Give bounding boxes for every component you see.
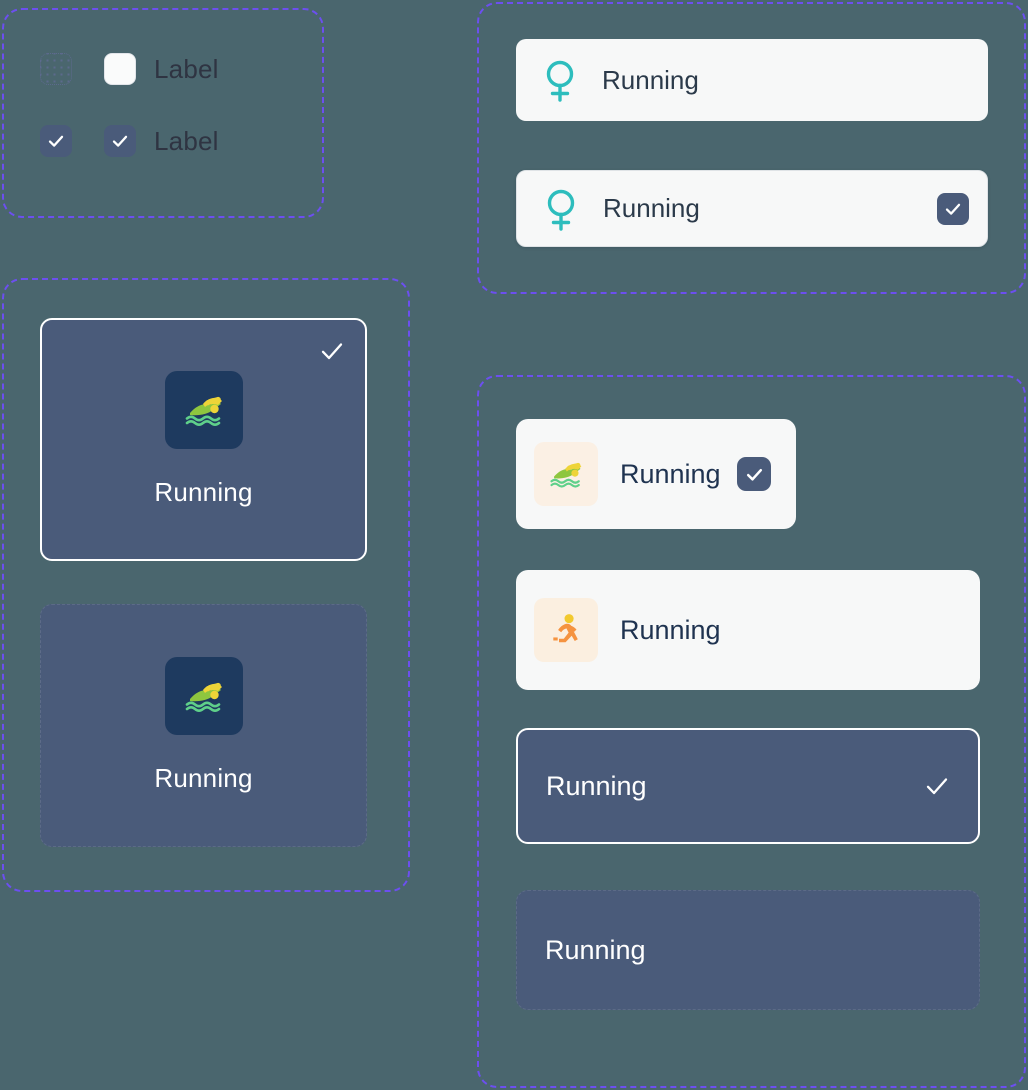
checkbox-row-unchecked[interactable]: Label: [40, 53, 219, 85]
activity-list-row-label: Running: [620, 614, 721, 645]
check-icon: [319, 338, 345, 364]
checkbox-label-unchecked: Label: [154, 53, 219, 84]
activity-dark-row-selected[interactable]: Running: [516, 728, 980, 844]
frame-venus-list-panel: [477, 2, 1026, 294]
venus-icon: [540, 58, 580, 102]
swimmer-icon: [164, 657, 243, 735]
checkbox-checked-icon[interactable]: [937, 192, 969, 225]
activity-card-selected[interactable]: Running: [40, 318, 367, 561]
frame-activity-list-panel: [477, 375, 1026, 1088]
swimmer-icon: [534, 442, 598, 506]
checkbox-placeholder-icon[interactable]: [40, 53, 72, 85]
frame-checkbox-basic: [2, 8, 324, 218]
activity-dark-row-label: Running: [546, 770, 647, 801]
activity-card-default[interactable]: Running: [40, 604, 367, 847]
activity-dark-row-default[interactable]: Running: [516, 890, 980, 1010]
checkbox-checked-icon[interactable]: [737, 457, 771, 491]
checkbox-row-checked[interactable]: Label: [40, 125, 219, 157]
venus-list-row-label: Running: [602, 64, 699, 95]
venus-list-row-checked[interactable]: Running: [516, 170, 988, 247]
activity-list-row-default[interactable]: Running: [516, 570, 980, 690]
frame-activity-card-grid: [2, 278, 410, 892]
activity-card-label: Running: [154, 763, 253, 793]
check-icon: [924, 773, 950, 799]
checkbox-empty-icon[interactable]: [104, 53, 136, 85]
activity-dark-row-label: Running: [545, 934, 646, 965]
checkbox-checked-icon[interactable]: [104, 125, 136, 157]
checkbox-label-checked: Label: [154, 125, 219, 156]
swimmer-icon: [164, 371, 243, 449]
activity-list-row-label: Running: [620, 458, 721, 489]
venus-list-row-default[interactable]: Running: [516, 39, 988, 121]
runner-icon: [534, 598, 598, 662]
activity-list-row-checked[interactable]: Running: [516, 419, 796, 529]
venus-icon: [541, 187, 581, 231]
checkbox-checked-icon-left[interactable]: [40, 125, 72, 157]
venus-list-row-label: Running: [603, 193, 700, 223]
activity-card-label: Running: [154, 477, 253, 507]
